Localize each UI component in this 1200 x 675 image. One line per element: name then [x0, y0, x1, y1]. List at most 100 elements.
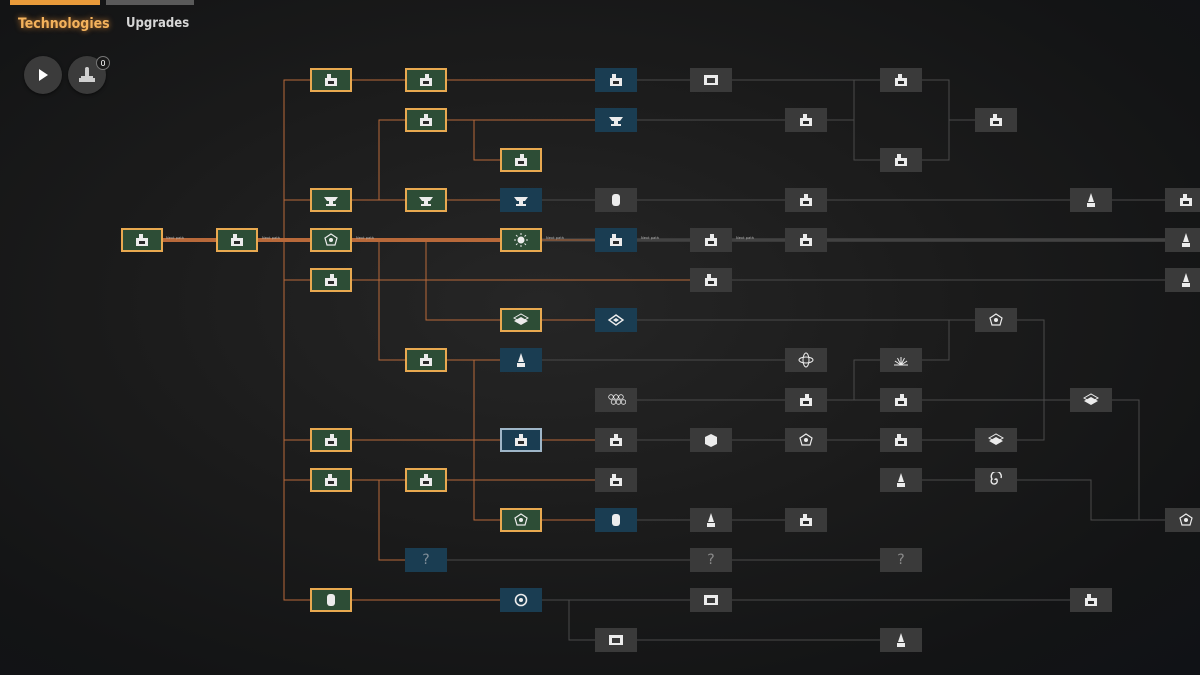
tech-node-hub-network[interactable]	[975, 308, 1017, 332]
battery-stack-icon	[610, 234, 622, 246]
tech-node-relay-hub[interactable]	[500, 508, 542, 532]
tech-node-lightning-rod[interactable]	[880, 428, 922, 452]
tech-node-capsule[interactable]	[595, 508, 637, 532]
tech-node-power-cycle[interactable]	[216, 228, 258, 252]
tech-node-drone-pad[interactable]	[595, 68, 637, 92]
tech-node-wire-coil[interactable]	[880, 68, 922, 92]
tech-node-gear-network[interactable]	[1165, 508, 1200, 532]
arch-gate-icon	[704, 75, 718, 85]
tech-node-mining-cart[interactable]	[500, 148, 542, 172]
connection-line	[827, 119, 880, 161]
tech-node-unknown[interactable]: ?	[880, 548, 922, 572]
tech-node-cooling-tower[interactable]	[500, 348, 542, 372]
tech-node-anvil-cup[interactable]	[500, 188, 542, 212]
tech-node-mine-building[interactable]	[595, 428, 637, 452]
tab-upgrades[interactable]: Upgrades	[126, 16, 190, 31]
tech-node-hub-network[interactable]	[310, 228, 352, 252]
tech-node-cube[interactable]	[690, 428, 732, 452]
crystal-icon	[610, 474, 622, 486]
connection-line	[1017, 319, 1070, 401]
tech-node-crystal[interactable]	[595, 468, 637, 492]
tech-node-beacon[interactable]	[880, 468, 922, 492]
tech-node-smelter[interactable]	[405, 348, 447, 372]
connection-line	[922, 79, 975, 121]
tech-node-claw[interactable]	[975, 108, 1017, 132]
tech-node-bars[interactable]	[785, 188, 827, 212]
tech-node-survey-drone[interactable]	[121, 228, 163, 252]
tech-node-assembler[interactable]	[310, 68, 352, 92]
tech-node-arch-gate[interactable]	[690, 68, 732, 92]
tech-node-factory[interactable]	[500, 428, 542, 452]
rocket-launch-icon	[1087, 193, 1095, 207]
refinery-icon	[420, 114, 432, 126]
tech-node-orbital-dish[interactable]	[880, 148, 922, 172]
tech-node-unknown[interactable]: ?	[405, 548, 447, 572]
flag-stack-icon	[895, 394, 907, 406]
tech-node-silo[interactable]	[595, 188, 637, 212]
turbine-icon	[514, 593, 528, 607]
tech-node-hub-network[interactable]	[785, 428, 827, 452]
tech-node-tunnel[interactable]	[595, 628, 637, 652]
tech-node-hexagon-grid[interactable]	[595, 388, 637, 412]
beacon-icon	[897, 473, 905, 487]
orbital-dish-icon	[895, 154, 907, 166]
tech-node-tower[interactable]	[880, 628, 922, 652]
tech-node-spire[interactable]	[1165, 228, 1200, 252]
tech-node-layers[interactable]	[1070, 388, 1112, 412]
tech-node-anvil-hammer[interactable]	[595, 108, 637, 132]
ore-cluster-icon	[705, 234, 717, 246]
factory-icon	[515, 434, 527, 446]
connection-line	[1017, 399, 1070, 441]
robot-icon	[705, 274, 717, 286]
tech-node-satellite[interactable]	[785, 228, 827, 252]
tech-node-rocket[interactable]	[690, 508, 732, 532]
tech-node-frame[interactable]	[690, 588, 732, 612]
tower-icon	[897, 633, 905, 647]
tech-node-sun[interactable]	[500, 228, 542, 252]
tech-node-turbine[interactable]	[500, 588, 542, 612]
tech-node-lab-flask[interactable]	[310, 428, 352, 452]
tech-node-rocket-launch[interactable]	[1070, 188, 1112, 212]
tech-node-flag-stack[interactable]	[880, 388, 922, 412]
question-mark-icon: ?	[897, 552, 905, 568]
connection-line	[352, 239, 405, 361]
tech-node-diamond-plate[interactable]	[595, 308, 637, 332]
anvil-hammer-icon	[609, 117, 623, 126]
tech-node-funnel[interactable]	[405, 468, 447, 492]
tech-node-atom[interactable]	[785, 348, 827, 372]
tech-node-unknown[interactable]: ?	[690, 548, 732, 572]
spark-burst-icon	[894, 357, 908, 366]
tech-node-sheets[interactable]	[975, 428, 1017, 452]
tech-node-ore-cluster[interactable]	[690, 228, 732, 252]
tech-node-forge-anvil[interactable]	[405, 188, 447, 212]
survey-drone-icon	[136, 234, 148, 246]
tech-node-spark-burst[interactable]	[880, 348, 922, 372]
tech-node-battery-stack[interactable]	[595, 228, 637, 252]
connection-line	[352, 479, 405, 561]
tech-node-radar-tower[interactable]	[1165, 268, 1200, 292]
canister-icon	[327, 594, 335, 606]
tech-node-electrode[interactable]	[785, 508, 827, 532]
tech-node-spiral[interactable]	[975, 468, 1017, 492]
tech-node-stacked-plates[interactable]	[500, 308, 542, 332]
tech-node-refinery[interactable]	[405, 108, 447, 132]
tech-node-anvil[interactable]	[310, 188, 352, 212]
play-button[interactable]	[24, 56, 62, 94]
connection-line	[258, 239, 310, 601]
generator-icon	[1180, 194, 1192, 206]
tech-node-conveyor[interactable]	[405, 68, 447, 92]
tab-technologies[interactable]: Technologies	[18, 16, 110, 32]
tech-node-press[interactable]	[310, 268, 352, 292]
tech-node-log-pile[interactable]	[785, 388, 827, 412]
tech-node-canister[interactable]	[310, 588, 352, 612]
tech-node-drill[interactable]	[310, 468, 352, 492]
hub-network-icon	[799, 433, 813, 446]
tech-node-robot[interactable]	[690, 268, 732, 292]
rocket-icon	[707, 513, 715, 527]
frame-icon	[704, 595, 718, 605]
tab-upgrades-indicator	[106, 0, 194, 5]
tech-node-crate[interactable]	[785, 108, 827, 132]
tech-node-generator[interactable]	[1165, 188, 1200, 212]
connection-line	[922, 119, 975, 161]
tech-node-starship[interactable]	[1070, 588, 1112, 612]
